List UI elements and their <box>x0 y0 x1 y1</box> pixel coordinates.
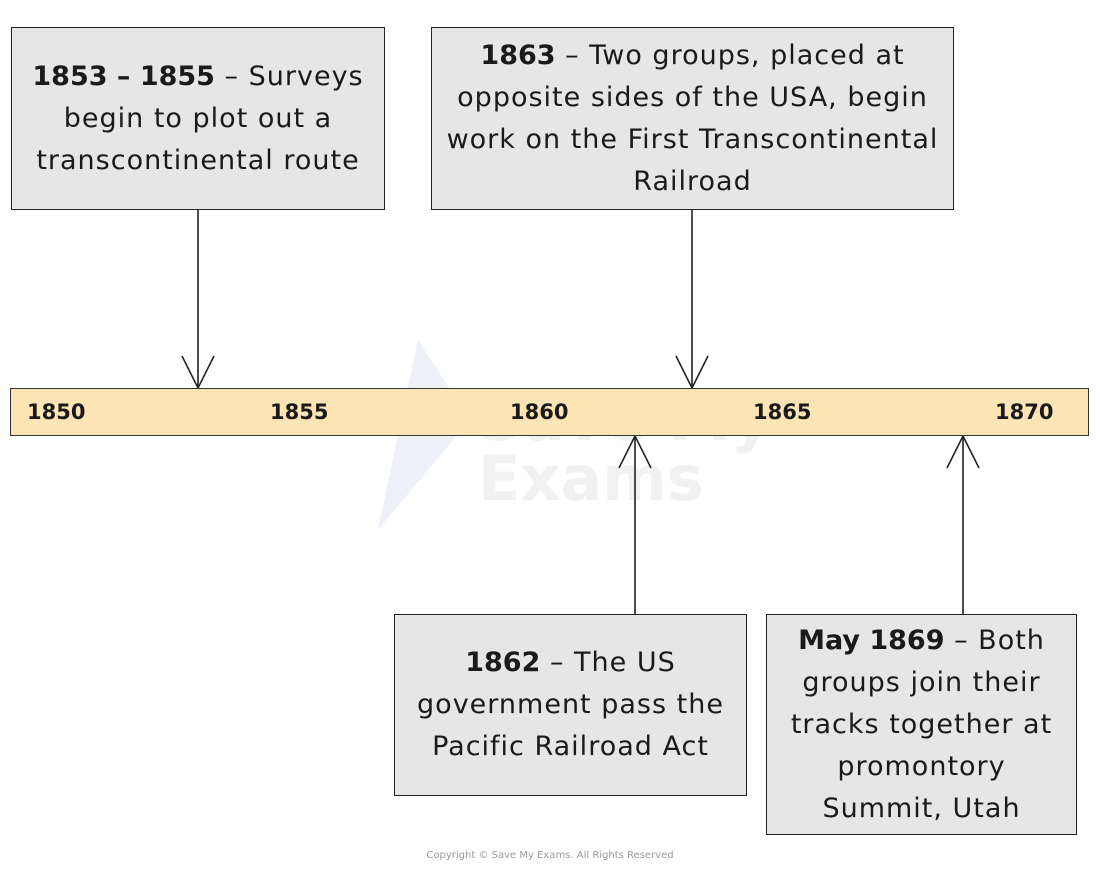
tick-label-1860: 1860 <box>510 400 569 424</box>
event-text-1863: 1863 – Two groups, placed at opposite si… <box>440 35 945 203</box>
event-description: – Both groups join their tracks together… <box>790 624 1053 824</box>
event-text-1869: May 1869 – Both groups join their tracks… <box>775 620 1068 830</box>
event-box-1862: 1862 – The US government pass the Pacifi… <box>394 614 747 796</box>
event-description: – The US government pass the Pacific Rai… <box>417 647 724 762</box>
timeline-bar: 1850 1855 1860 1865 1870 <box>10 388 1089 436</box>
tick-label-1855: 1855 <box>270 400 329 424</box>
watermark-line2: Exams <box>478 442 704 515</box>
event-box-1853: 1853 – 1855 – Surveys begin to plot out … <box>11 27 385 210</box>
event-box-1863: 1863 – Two groups, placed at opposite si… <box>431 27 954 210</box>
arrow-1862 <box>618 434 652 614</box>
tick-label-1865: 1865 <box>753 400 812 424</box>
tick-label-1850: 1850 <box>27 400 86 424</box>
event-box-1869: May 1869 – Both groups join their tracks… <box>766 614 1077 835</box>
event-date: 1853 – 1855 <box>32 60 215 92</box>
event-description: – Surveys begin to plot out a transconti… <box>36 60 364 176</box>
arrow-1869 <box>946 434 980 614</box>
event-text-1853: 1853 – 1855 – Surveys begin to plot out … <box>20 56 376 182</box>
event-text-1862: 1862 – The US government pass the Pacifi… <box>403 642 738 768</box>
event-date: 1863 <box>480 39 556 71</box>
arrow-1863 <box>675 210 709 390</box>
arrow-1853 <box>181 210 215 390</box>
event-date: May 1869 <box>798 624 945 656</box>
event-description: – Two groups, placed at opposite sides o… <box>446 39 939 197</box>
event-date: 1862 <box>465 647 541 678</box>
tick-label-1870: 1870 <box>995 400 1054 424</box>
copyright-notice: Copyright © Save My Exams. All Rights Re… <box>426 850 674 861</box>
